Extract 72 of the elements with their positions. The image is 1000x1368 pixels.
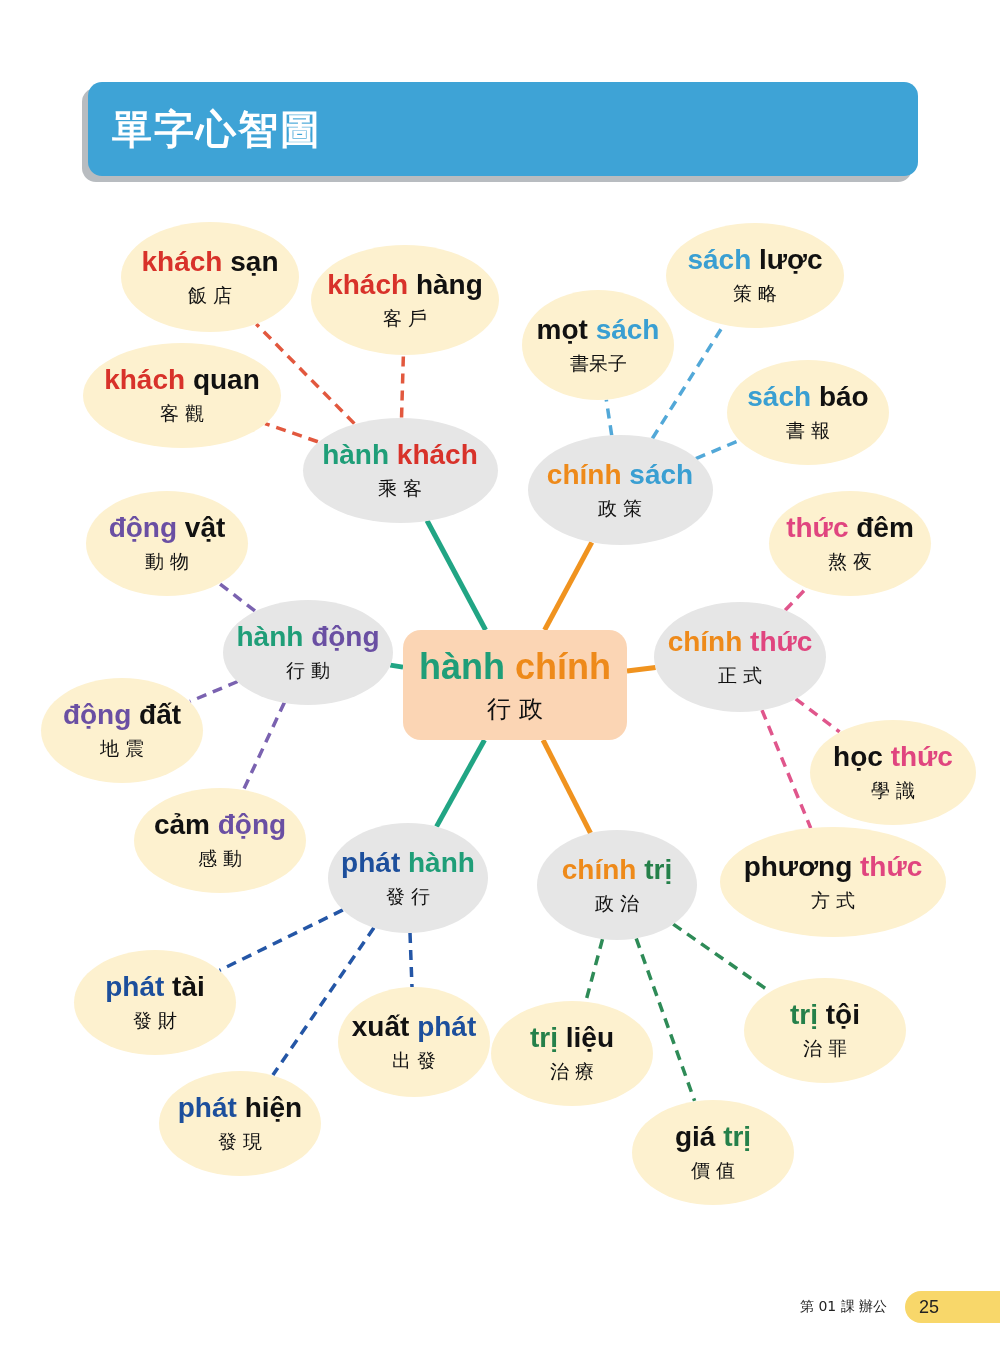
central-term-box [403, 630, 627, 740]
vietnamese-term: chính trị [561, 853, 673, 888]
chinese-translation: 書 報 [785, 418, 830, 444]
chinese-translation: 客 戶 [382, 306, 427, 332]
vietnamese-term: thức đêm [786, 511, 914, 546]
vietnamese-term: phát hiện [177, 1091, 303, 1126]
vietnamese-term: khách hàng [327, 268, 483, 303]
vietnamese-term: chính thức [667, 625, 813, 660]
vietnamese-term: phát hành [341, 846, 475, 881]
dashed-connector [399, 354, 406, 418]
chinese-translation: 政 策 [597, 496, 642, 522]
chinese-translation: 飯 店 [187, 283, 232, 309]
vietnamese-term: hành chính [419, 644, 611, 689]
vietnamese-term: trị tội [790, 998, 860, 1033]
vietnamese-term: hành khách [322, 438, 478, 473]
chinese-translation: 發 行 [385, 884, 430, 910]
vietnamese-term: phương thức [743, 850, 923, 885]
chinese-translation: 動 物 [144, 549, 189, 575]
chinese-translation: 治 罪 [802, 1036, 847, 1062]
chinese-translation: 乘 客 [377, 476, 422, 502]
vietnamese-term: mọt sách [536, 313, 660, 348]
vietnamese-term: động vật [108, 511, 226, 546]
dashed-connector [408, 932, 414, 988]
chinese-translation: 學 識 [870, 778, 915, 804]
chinese-translation: 感 動 [197, 846, 242, 872]
vietnamese-term: xuất phát [351, 1010, 477, 1045]
chinese-translation: 價 值 [690, 1158, 735, 1184]
dashed-connector [264, 421, 319, 444]
chinese-translation: 行 動 [285, 658, 330, 684]
chinese-translation: 客 觀 [159, 401, 204, 427]
dashed-connector [760, 709, 813, 829]
connector-line [626, 665, 656, 674]
chinese-translation: 發 現 [217, 1129, 262, 1155]
chinese-translation: 方 式 [810, 888, 855, 914]
chinese-translation: 書呆子 [569, 351, 627, 377]
connector-line [540, 738, 593, 835]
vietnamese-term: học thức [833, 740, 953, 775]
connector-line [542, 541, 594, 632]
vietnamese-term: sách lược [687, 243, 823, 278]
dashed-connector [794, 697, 841, 734]
vietnamese-term: hành động [236, 620, 380, 655]
dashed-connector [634, 937, 697, 1102]
vietnamese-term: giá trị [674, 1120, 752, 1155]
dashed-connector [218, 908, 344, 972]
connector-line [424, 519, 488, 632]
chinese-translation: 熬 夜 [827, 549, 872, 575]
vietnamese-term: phát tài [105, 970, 205, 1005]
chinese-translation: 政 治 [594, 891, 639, 917]
vietnamese-term: trị liệu [530, 1021, 614, 1056]
dashed-connector [255, 322, 356, 425]
title: 單字心智圖 [112, 106, 322, 153]
chinese-translation: 發 財 [132, 1008, 177, 1034]
dashed-connector [271, 926, 376, 1076]
chinese-translation: 出 發 [391, 1048, 436, 1074]
dashed-connector [604, 399, 614, 436]
vietnamese-term: khách quan [104, 363, 260, 398]
page-number: 25 [905, 1291, 1000, 1323]
dashed-connector [217, 581, 256, 613]
dashed-connector [242, 701, 286, 791]
vietnamese-term: khách sạn [141, 245, 279, 280]
chinese-translation: 行 政 [487, 693, 543, 725]
vietnamese-term: chính sách [546, 458, 694, 493]
vietnamese-term: động đất [62, 698, 182, 733]
chinese-translation: 策 略 [732, 281, 777, 307]
vietnamese-term: sách báo [747, 380, 869, 415]
chinese-translation: 地 震 [99, 736, 144, 762]
lesson-label: 第 01 課 辦公 [800, 1297, 888, 1316]
connector-line [389, 662, 404, 670]
chinese-translation: 治 療 [549, 1059, 594, 1085]
chinese-translation: 正 式 [717, 663, 762, 689]
vietnamese-term: cảm động [153, 808, 287, 843]
connector-line [434, 738, 487, 828]
